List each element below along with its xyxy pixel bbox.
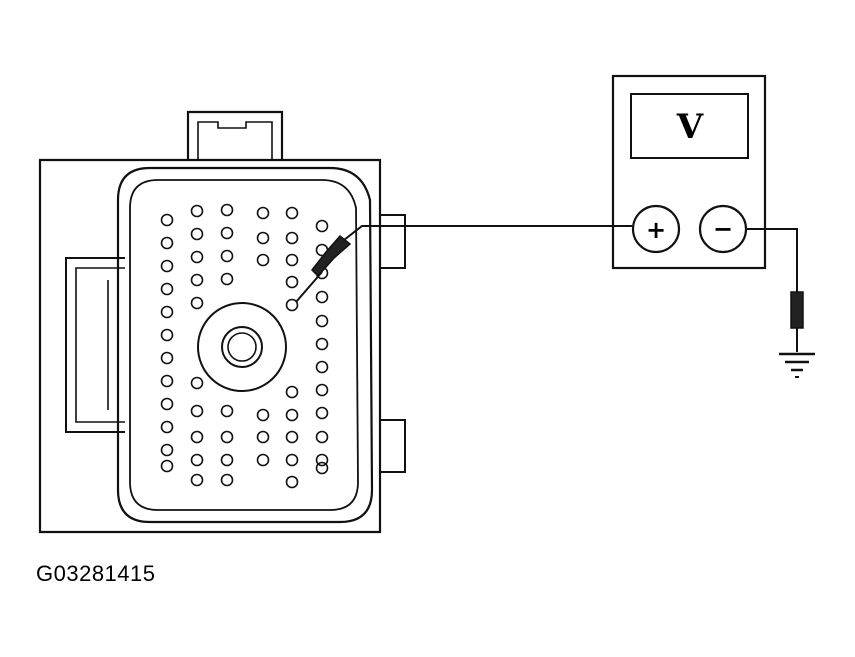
voltmeter-display-symbol: V — [676, 107, 704, 147]
terminal-cavity — [220, 453, 234, 467]
terminal-cavity — [256, 206, 270, 220]
center-bolt-outer — [197, 302, 287, 392]
terminal-cavity — [160, 328, 174, 342]
positive-terminal-label: + — [646, 216, 666, 244]
terminal-cavity — [256, 408, 270, 422]
terminal-cavity — [220, 430, 234, 444]
ground-clip-body — [790, 291, 804, 329]
ground-symbol-icon — [779, 352, 815, 378]
terminal-cavity — [160, 374, 174, 388]
terminal-cavity — [285, 430, 299, 444]
terminal-cavity — [285, 408, 299, 422]
probe-body — [311, 234, 352, 278]
terminal-cavity — [315, 290, 329, 304]
terminal-cavity — [285, 231, 299, 245]
terminal-cavity — [190, 250, 204, 264]
terminal-cavity — [285, 298, 299, 312]
probe-lead-bend — [343, 225, 380, 241]
connector-top-tab — [186, 110, 284, 160]
voltmeter-body — [611, 74, 767, 270]
negative-terminal-label: − — [713, 215, 733, 243]
terminal-cavity — [220, 226, 234, 240]
terminal-cavity — [190, 453, 204, 467]
terminal-cavity — [190, 473, 204, 487]
ground-clip-icon — [790, 291, 804, 352]
terminal-cavity — [220, 473, 234, 487]
probe-tip — [295, 271, 323, 303]
terminal-cavity — [190, 227, 204, 241]
terminal-cavities — [160, 203, 329, 489]
terminal-cavity — [160, 397, 174, 411]
terminal-cavity — [285, 206, 299, 220]
terminal-cavity — [256, 253, 270, 267]
terminal-cavity — [220, 272, 234, 286]
connector-top-tab-inner — [197, 121, 273, 160]
terminal-cavity — [190, 273, 204, 287]
terminal-cavity — [160, 443, 174, 457]
voltmeter-display — [630, 93, 749, 159]
terminal-cavity — [190, 430, 204, 444]
terminal-cavity — [160, 459, 174, 473]
terminal-cavity — [285, 385, 299, 399]
terminal-cavity — [160, 282, 174, 296]
connector-left-latch-inner — [75, 267, 125, 423]
connector-body — [38, 158, 382, 534]
terminal-cavity — [315, 453, 329, 467]
terminal-cavity — [315, 383, 329, 397]
negative-lead-wire — [746, 228, 798, 292]
figure-caption: G03281415 — [36, 561, 156, 586]
terminal-cavity — [285, 453, 299, 467]
terminal-cavity — [315, 406, 329, 420]
connector-left-latch — [65, 257, 125, 433]
terminal-cavity — [315, 461, 329, 475]
terminal-cavity — [285, 475, 299, 489]
terminal-cavity — [315, 360, 329, 374]
test-probe-icon — [295, 225, 380, 303]
terminal-cavity — [160, 236, 174, 250]
terminal-cavity — [315, 219, 329, 233]
terminal-cavity — [190, 296, 204, 310]
terminal-cavity — [160, 420, 174, 434]
terminal-cavity — [190, 376, 204, 390]
connector-right-tab-lower — [380, 419, 406, 473]
connector-shroud-inner — [129, 179, 359, 511]
terminal-cavity — [256, 453, 270, 467]
terminal-cavity — [160, 213, 174, 227]
terminal-cavity — [160, 259, 174, 273]
center-bolt-core — [227, 332, 257, 362]
positive-terminal[interactable] — [631, 204, 681, 254]
terminal-cavity — [256, 430, 270, 444]
terminal-cavity — [285, 253, 299, 267]
terminal-cavity — [285, 275, 299, 289]
terminal-cavity — [256, 231, 270, 245]
terminal-cavity — [315, 314, 329, 328]
terminal-cavity — [220, 404, 234, 418]
connector — [38, 110, 406, 534]
terminal-cavity — [220, 249, 234, 263]
connector-right-tab-upper — [380, 214, 406, 269]
terminal-cavity — [315, 430, 329, 444]
terminal-cavity — [220, 203, 234, 217]
terminal-cavity — [160, 305, 174, 319]
voltmeter: V + − — [611, 74, 767, 270]
center-bolt-ring — [221, 326, 263, 368]
terminal-cavity — [190, 404, 204, 418]
terminal-cavity — [160, 351, 174, 365]
connector-shroud-outer — [116, 166, 374, 524]
terminal-cavity — [315, 337, 329, 351]
terminal-cavity — [190, 204, 204, 218]
